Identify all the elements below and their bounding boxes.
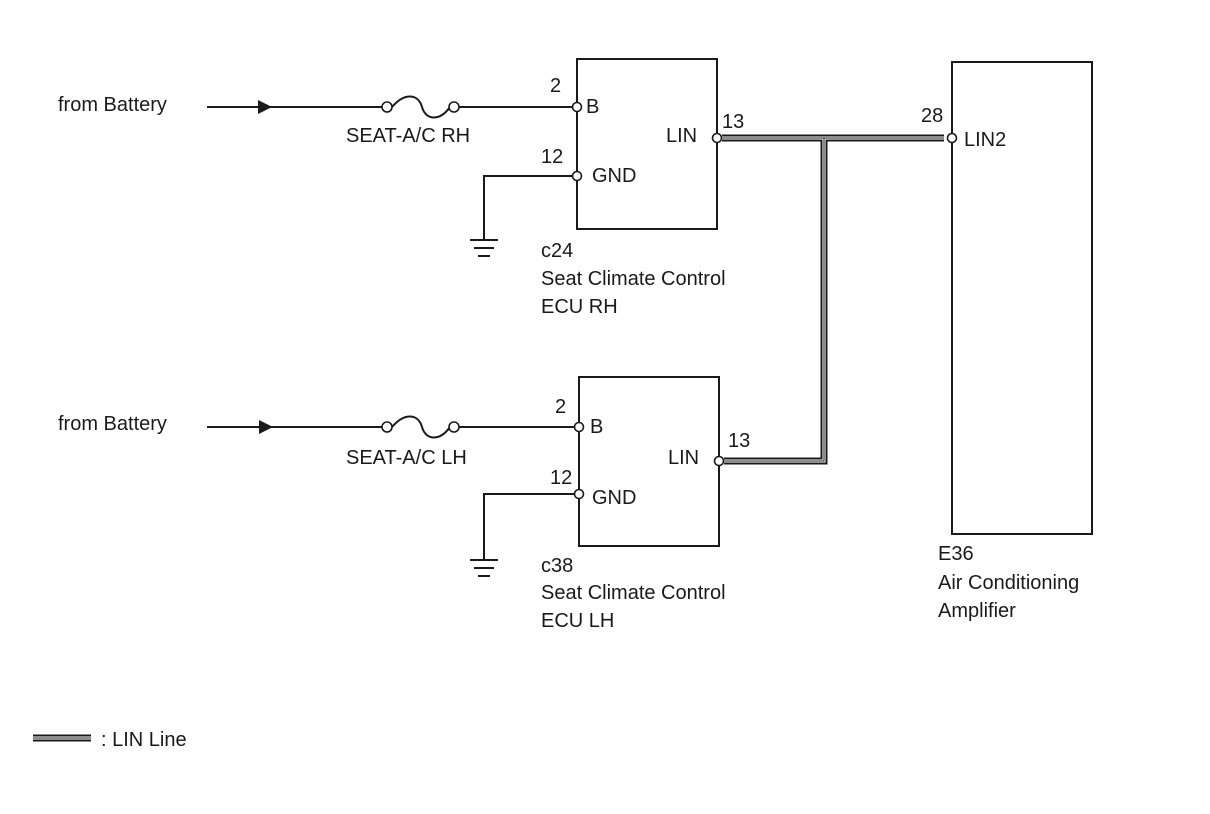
lh-pin-b-label: B: [590, 416, 603, 438]
amplifier-name-line2: Amplifier: [938, 600, 1016, 622]
lh-pin-b-number: 2: [555, 396, 566, 418]
rh-ecu-name-line1: Seat Climate Control: [541, 268, 726, 290]
lh-connector-code: c38: [541, 555, 573, 577]
lh-pin-lin: [713, 455, 725, 467]
rh-pin-b-number: 2: [550, 75, 561, 97]
lin-bus: [722, 134, 944, 465]
amplifier-connector-code: E36: [938, 543, 974, 565]
legend-label: : LIN Line: [101, 729, 187, 751]
lh-ground-wire: [483, 493, 574, 560]
lh-ecu-name-line2: ECU LH: [541, 610, 614, 632]
lh-pin-b: [573, 421, 585, 433]
lh-battery-source-label: from Battery: [58, 413, 167, 435]
rh-pin-b-label: B: [586, 96, 599, 118]
lh-fuse-label: SEAT-A/C LH: [346, 447, 467, 469]
rh-battery-source-label: from Battery: [58, 94, 167, 116]
rh-fuse-icon: [381, 95, 460, 119]
lh-pin-gnd-number: 12: [550, 467, 572, 489]
rh-ground-icon: [470, 239, 498, 257]
rh-pin-gnd-label: GND: [592, 165, 636, 187]
lh-pin-lin-label: LIN: [668, 447, 699, 469]
rh-pin-gnd: [571, 170, 583, 182]
lh-ecu-name-line1: Seat Climate Control: [541, 582, 726, 604]
rh-pin-lin-number: 13: [722, 111, 744, 133]
lh-current-arrow-icon: [259, 420, 273, 434]
amplifier-box: [951, 61, 1093, 535]
lh-fuse-icon: [381, 415, 460, 439]
rh-ground-wire: [483, 175, 572, 240]
lh-pin-gnd: [573, 488, 585, 500]
lh-pin-lin-number: 13: [728, 430, 750, 452]
rh-ecu-box: [576, 58, 718, 230]
lh-ecu-box: [578, 376, 720, 547]
amplifier-pin-lin2: [946, 132, 958, 144]
amplifier-pin-number: 28: [921, 105, 943, 127]
rh-fuse-label: SEAT-A/C RH: [346, 125, 470, 147]
amplifier: 28 LIN2 E36 Air Conditioning Amplifier: [921, 61, 1093, 622]
rh-pin-gnd-number: 12: [541, 146, 563, 168]
rh-current-arrow-icon: [258, 100, 272, 114]
rh-pin-b: [571, 101, 583, 113]
rh-pin-lin-label: LIN: [666, 125, 697, 147]
legend: : LIN Line: [33, 729, 187, 751]
amplifier-pin-label: LIN2: [964, 129, 1006, 151]
lh-pin-gnd-label: GND: [592, 487, 636, 509]
rh-connector-code: c24: [541, 240, 573, 262]
rh-circuit: from Battery SEAT-A/C RH 2 B 12 GND LIN …: [58, 58, 744, 318]
rh-ecu-name-line2: ECU RH: [541, 296, 618, 318]
amplifier-name-line1: Air Conditioning: [938, 572, 1079, 594]
rh-pin-lin: [711, 132, 723, 144]
lh-circuit: from Battery SEAT-A/C LH 2 B 12 GND LIN …: [58, 376, 750, 632]
lh-ground-icon: [470, 559, 498, 577]
